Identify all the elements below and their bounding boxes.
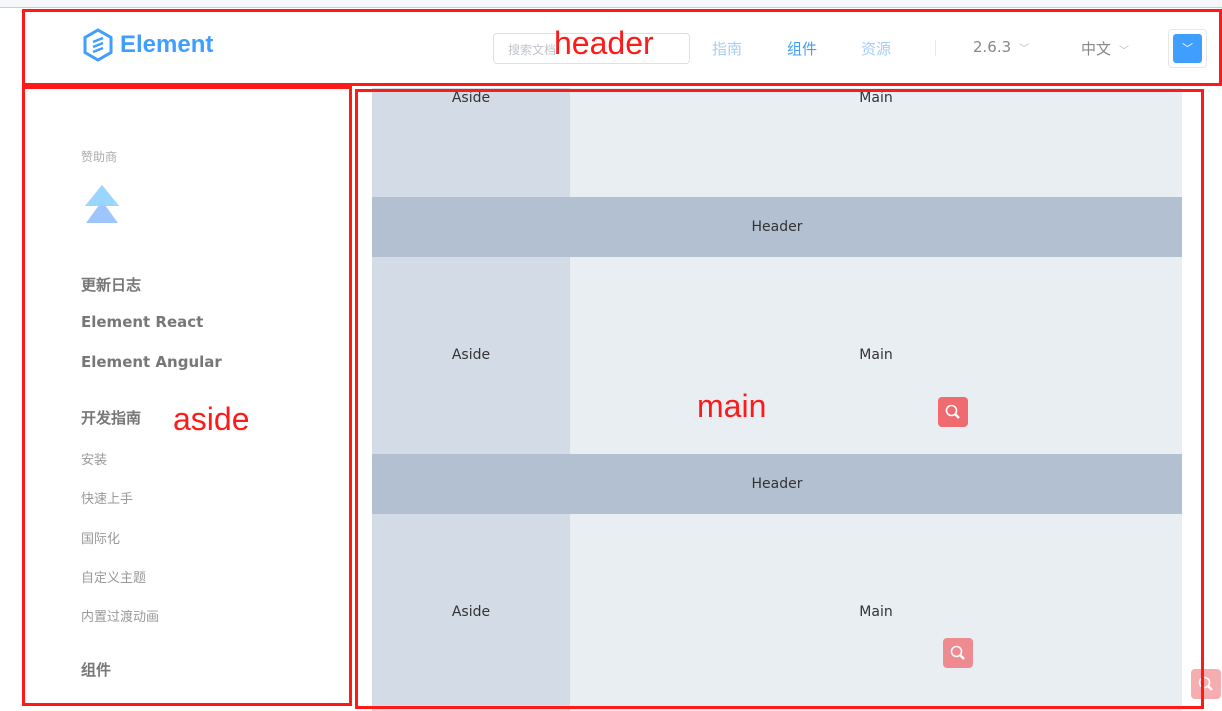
sponsor-label: 赞助商: [81, 150, 118, 164]
nav-guide[interactable]: 指南: [712, 40, 743, 58]
chevron-down-icon: ﹀: [1019, 44, 1030, 55]
demo-header-label: Header: [751, 219, 803, 235]
magnifier-icon: [950, 645, 965, 660]
sidebar-item-element-angular[interactable]: Element Angular: [81, 353, 222, 371]
demo-aside-1: Aside: [372, 88, 570, 197]
annotation-header-box: [22, 9, 1222, 86]
demo-header-label: Header: [751, 476, 803, 492]
version-dropdown[interactable]: 2.6.3 ﹀: [973, 38, 1029, 56]
sidebar-item-i18n[interactable]: 国际化: [81, 532, 121, 547]
sidebar-item-custom-theme[interactable]: 自定义主题: [81, 571, 147, 586]
sidebar-item-element-react[interactable]: Element React: [81, 313, 204, 331]
nav-components[interactable]: 组件: [787, 40, 818, 58]
demo-main-label: Main: [859, 347, 893, 363]
demo-main-2: Main: [570, 257, 1182, 454]
annotation-main-box: [355, 89, 1204, 709]
sidebar-item-changelog[interactable]: 更新日志: [81, 276, 142, 294]
demo-aside-label: Aside: [451, 90, 491, 106]
nav-divider: [935, 40, 936, 56]
nav-resources[interactable]: 资源: [861, 40, 892, 58]
theme-dropdown-button[interactable]: ﹀: [1168, 29, 1207, 68]
language-value: 中文: [1081, 40, 1112, 58]
annotation-aside-box: [22, 86, 352, 706]
annotation-header-label: header: [554, 25, 654, 61]
sidebar-item-quickstart[interactable]: 快速上手: [81, 492, 134, 507]
sidebar-group-dev-guide: 开发指南: [81, 409, 142, 427]
sidebar-item-transition[interactable]: 内置过渡动画: [81, 610, 160, 625]
demo-main-label: Main: [859, 604, 893, 620]
annotation-aside-label: aside: [173, 401, 250, 437]
logo-text: Element: [120, 31, 214, 58]
chevron-down-icon: ﹀: [1119, 46, 1130, 57]
annotation-main-label: main: [697, 388, 767, 424]
demo-aside-2: Aside: [372, 257, 570, 454]
demo-main-1: Main: [570, 88, 1182, 197]
sidebar-item-install[interactable]: 安装: [81, 453, 108, 468]
magnifier-button[interactable]: [943, 638, 973, 668]
demo-header-2: Header: [372, 454, 1182, 514]
sponsor-logo-icon[interactable]: [84, 185, 120, 223]
language-dropdown[interactable]: 中文 ﹀: [1081, 38, 1129, 59]
magnifier-icon: [945, 404, 960, 419]
demo-aside-label: Aside: [451, 347, 491, 363]
demo-main-3: Main: [570, 514, 1182, 711]
chevron-down-icon: ﹀: [1173, 34, 1202, 63]
magnifier-button[interactable]: [938, 397, 968, 427]
demo-aside-3: Aside: [372, 514, 570, 711]
sidebar-group-components: 组件: [81, 661, 112, 679]
search-input[interactable]: 搜索文档: [493, 33, 690, 64]
magnifier-icon: [1198, 676, 1213, 691]
browser-top-bar: [0, 0, 1222, 8]
version-value: 2.6.3: [973, 38, 1012, 56]
element-logo[interactable]: Element: [82, 28, 213, 62]
demo-main-label: Main: [859, 90, 893, 106]
element-hexagon-icon: [83, 28, 113, 62]
demo-header-1: Header: [372, 197, 1182, 257]
magnifier-button[interactable]: [1191, 669, 1221, 699]
demo-aside-label: Aside: [451, 604, 491, 620]
